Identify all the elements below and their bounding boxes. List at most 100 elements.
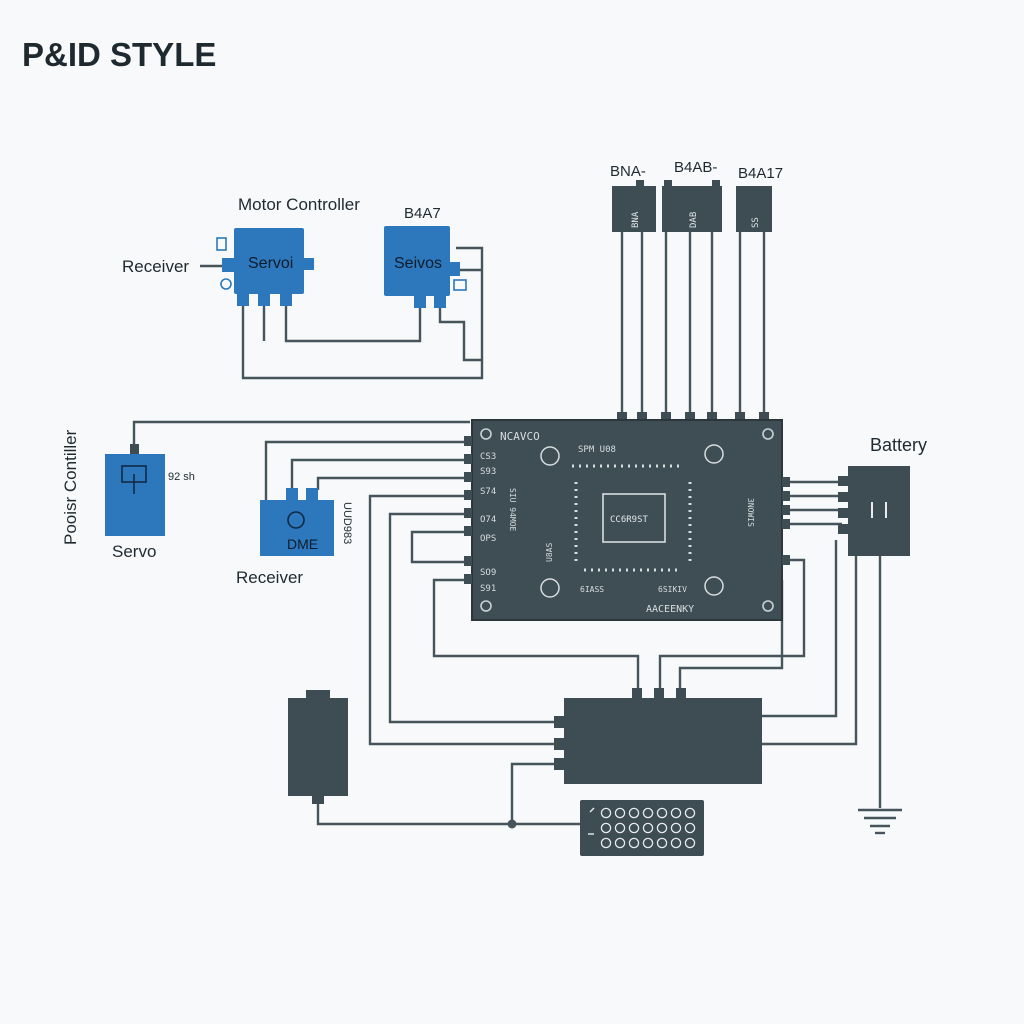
lower-left-module: [288, 690, 348, 804]
battery-terminal: [838, 476, 850, 486]
wire-pin-to-ctrl-1: [368, 494, 556, 746]
connector-b4ab-label: B4AB-: [674, 159, 717, 176]
connector-2-body: [662, 186, 722, 232]
keypad-button: [642, 822, 654, 834]
wire-power-controller: [132, 420, 470, 454]
dme-receiver: DME UUD983 Receiver: [236, 488, 353, 587]
board-top-pin: [661, 412, 671, 422]
keypad-button: [628, 807, 640, 819]
keypad-button: [614, 807, 626, 819]
servo-module-1-indicator-icon: [216, 237, 227, 251]
battery: [838, 466, 910, 556]
power-controller-label: Pooisr Contiller: [61, 429, 80, 545]
board-left-pin: [464, 454, 472, 464]
board-left-pin: [464, 526, 472, 536]
board-pin-label: SO9: [480, 568, 496, 578]
lower-controller-top-pin: [676, 688, 686, 700]
keypad-button: [656, 837, 668, 849]
servo-module-2-pin-2: [434, 296, 446, 308]
board-chip: [602, 493, 666, 543]
servo-left-tab: [130, 444, 139, 456]
board-right-pin: [782, 477, 790, 487]
wire-pin-to-ctrl-3: [432, 578, 640, 690]
servo-module-1-pin-1: [237, 294, 249, 306]
board-top-pin: [685, 412, 695, 422]
board-name: NCAVCO: [500, 430, 540, 443]
lower-left-module-cap: [306, 690, 330, 700]
servo-left-body: [105, 454, 165, 536]
lower-controller-left-pin: [554, 738, 564, 750]
connector-2-tab-1: [664, 180, 672, 188]
keypad-button: [684, 837, 696, 849]
board-capacitor-icon: [704, 444, 724, 464]
mount-hole-icon: [762, 600, 774, 612]
wire-batt-ctrl-2: [762, 556, 858, 746]
wire-board-ctrl-a: [658, 558, 806, 690]
wires: [132, 230, 882, 826]
board-right-pin: [782, 505, 790, 515]
board-top-pin: [759, 412, 769, 422]
connector-2: DAB: [662, 180, 722, 232]
servo-module-1-input-tab: [222, 258, 234, 272]
ground-icon: [858, 808, 902, 835]
keypad-button: [670, 822, 682, 834]
dme-receiver-tab-2: [306, 488, 318, 502]
keypad-mark-icon: [589, 807, 595, 813]
board-pin-label: CS3: [480, 452, 496, 462]
lower-left-module-body: [288, 698, 348, 796]
diagram-title: P&ID STYLE: [22, 36, 216, 73]
connector-3-code: SS: [751, 217, 761, 228]
lower-controller: [554, 688, 762, 784]
wire-receiver-2: [290, 458, 470, 490]
wire-module-keypad: [316, 800, 580, 826]
servo-module-1-body: [234, 228, 304, 294]
board-bottom-label: AACEENKY: [646, 604, 694, 615]
keypad-button: [600, 837, 612, 849]
wire-servos-side: [438, 306, 482, 362]
servo-module-1: Servoi: [216, 228, 314, 306]
wire-receiver-1: [264, 440, 470, 500]
battery-terminal: [838, 508, 850, 518]
board-left-pin: [464, 574, 472, 584]
servo-module-2-side-pin: [450, 262, 460, 276]
board-right-pin: [782, 555, 790, 565]
connector-1-tab: [636, 180, 644, 188]
servo-left: 92 sh Servo: [105, 444, 195, 561]
lower-left-module-pin: [312, 794, 324, 804]
dme-receiver-side-label: UUD983: [341, 502, 353, 544]
board-pin-label: OPS: [480, 534, 496, 544]
keypad: [580, 800, 704, 856]
board-top-pin: [707, 412, 717, 422]
board-left-pin-header: CS3 S93 S74 O74 OPS SO9 S91: [464, 436, 496, 594]
board-pin-label: S91: [480, 584, 496, 594]
board-right-pin: [782, 491, 790, 501]
board-left-pin: [464, 508, 472, 518]
wire-servo-loop-inner: [284, 306, 422, 343]
keypad-button: [670, 807, 682, 819]
lower-controller-top-pin: [654, 688, 664, 700]
connector-1-code: BNA: [631, 211, 641, 228]
battery-body: [848, 466, 910, 556]
board-pin-label: S74: [480, 487, 496, 497]
servo-module-2-pin-1: [414, 296, 426, 308]
wire-junction: [507, 819, 517, 829]
board-left-pin: [464, 472, 472, 482]
connector-3: SS: [736, 186, 772, 232]
lower-controller-left-pin: [554, 716, 564, 728]
keypad-button: [656, 822, 668, 834]
board-top-pin: [617, 412, 627, 422]
keypad-button: [600, 807, 612, 819]
wire-board-ctrl-b: [678, 580, 784, 690]
servo-module-1-side-pin: [304, 258, 314, 270]
board-right-pin-header: [782, 477, 790, 565]
lower-controller-left-pin: [554, 758, 564, 770]
board-capacitor-icon: [540, 578, 560, 598]
servo-module-1-pin-3: [280, 294, 292, 306]
servo-module-1-pin-2: [258, 294, 270, 306]
keypad-button: [614, 837, 626, 849]
board-top-pin: [637, 412, 647, 422]
receiver-left-label: Receiver: [236, 568, 303, 587]
wire-pin-loop: [410, 530, 470, 564]
board-capacitor-icon: [540, 446, 560, 466]
